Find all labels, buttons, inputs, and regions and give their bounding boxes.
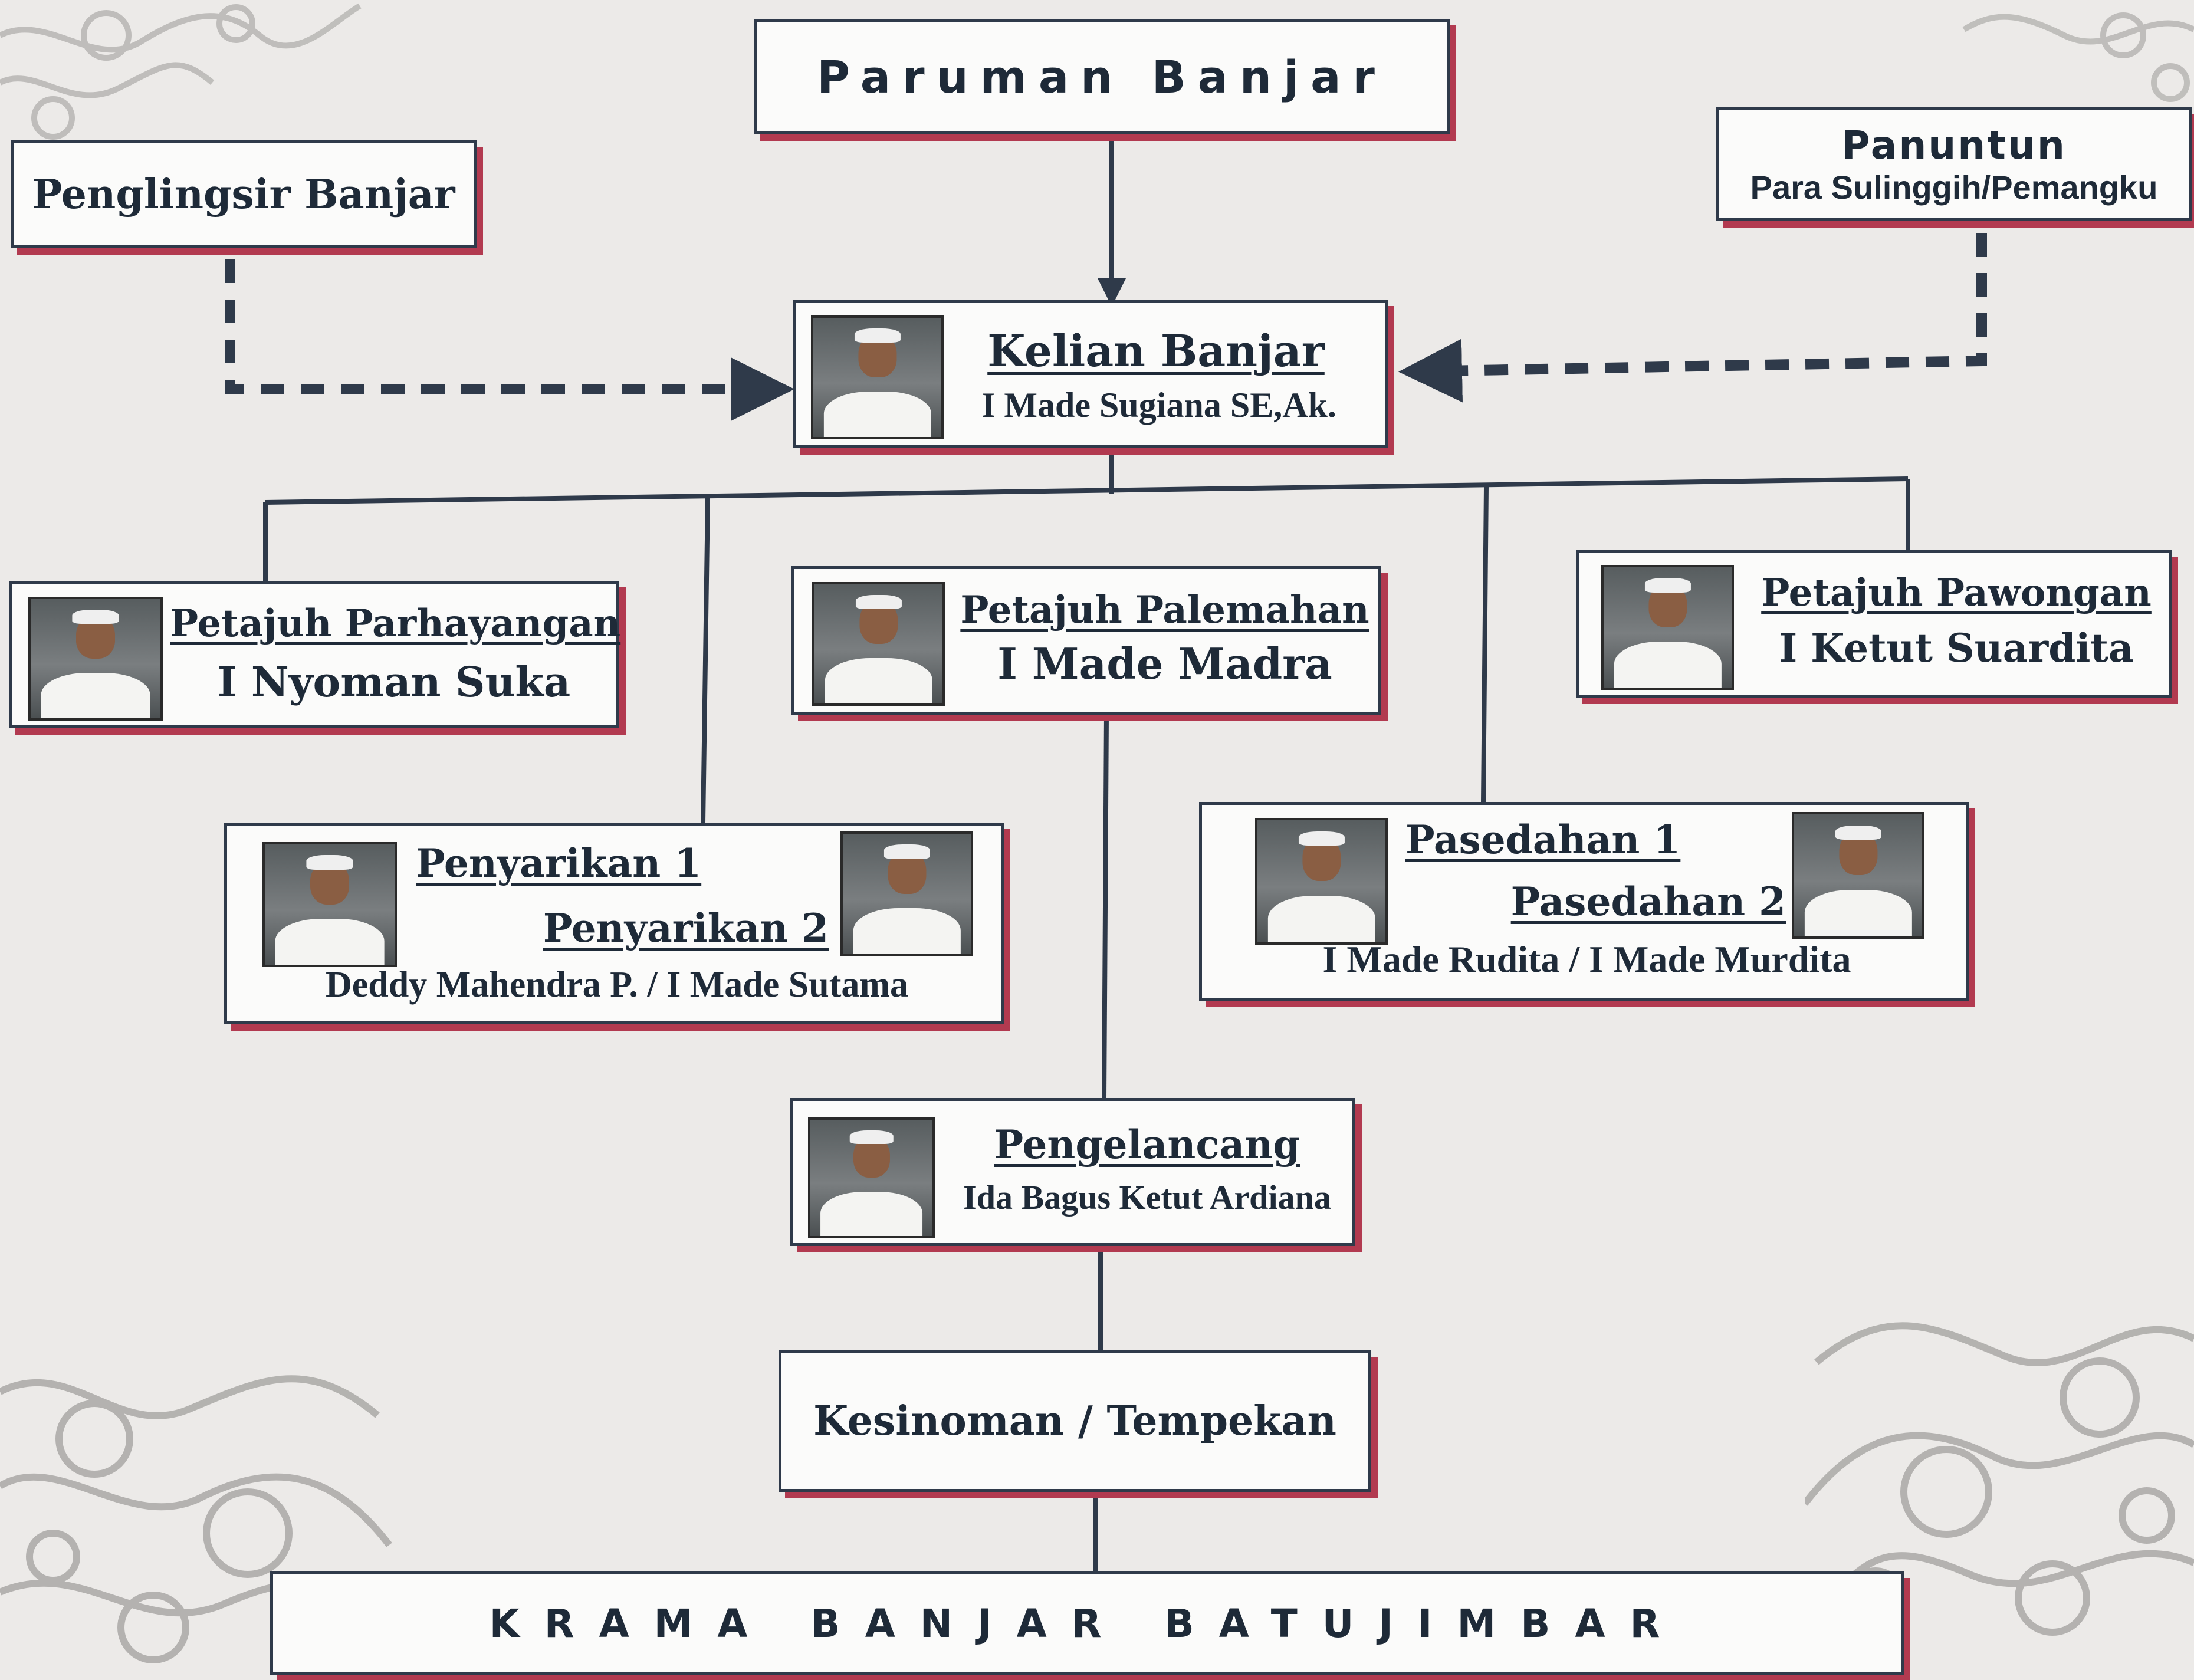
line-palemahan-pengelancang [1102,714,1109,1099]
pengelancang-role: Pengelancang [994,1122,1300,1168]
krama-banjar-box: KRAMA BANJAR BATUJIMBAR [270,1571,1904,1675]
person-photo-icon [262,842,397,967]
panuntun-box: Panuntun Para Sulinggih/Pemangku [1716,107,2192,221]
petajuh-pawongan-name: I Ketut Suardita [1779,625,2134,671]
kesinoman-tempekan-title: Kesinoman / Tempekan [813,1398,1336,1445]
person-photo-icon [28,597,163,721]
kelian-banjar-box: Kelian Banjar I Made Sugiana SE,Ak. [793,300,1388,448]
petajuh-palemahan-name: I Made Madra [997,639,1332,689]
penyarikan-names: Deddy Mahendra P. / I Made Sutama [325,965,909,1005]
pasedahan-2-role: Pasedahan 2 [1510,879,1786,925]
petajuh-parhayangan-role: Petajuh Parhayangan [170,601,621,646]
kelian-banjar-role: Kelian Banjar [987,326,1325,377]
paruman-banjar-title: Paruman Banjar [817,50,1387,103]
pasedahan-1-role: Pasedahan 1 [1405,817,1681,863]
person-photo-icon [1792,812,1924,939]
pengelancang-box: Pengelancang Ida Bagus Ketut Ardiana [790,1098,1355,1246]
pengelancang-name: Ida Bagus Ketut Ardiana [963,1178,1331,1217]
petajuh-pawongan-box: Petajuh Pawongan I Ketut Suardita [1576,550,2172,698]
pasedahan-names: I Made Rudita / I Made Murdita [1322,938,1851,980]
dashed-penglingsir-kelian [225,259,794,421]
kesinoman-tempekan-box: Kesinoman / Tempekan [779,1350,1371,1492]
kelian-banjar-name: I Made Sugiana SE,Ak. [981,386,1336,425]
panuntun-subtitle: Para Sulinggih/Pemangku [1750,168,2158,206]
dashed-panuntun-kelian [1398,233,1987,403]
petajuh-pawongan-role: Petajuh Pawongan [1761,571,2152,615]
person-photo-icon [811,315,944,439]
panuntun-title: Panuntun [1841,122,2067,168]
person-photo-icon [1601,565,1734,690]
pasedahan-box: Pasedahan 1 Pasedahan 2 I Made Rudita / … [1199,802,1969,1001]
penglingsir-banjar-title: Penglingsir Banjar [32,170,455,218]
penyarikan-box: Penyarikan 1 Penyarikan 2 Deddy Mahendra… [224,823,1004,1024]
petajuh-palemahan-role: Petajuh Palemahan [960,588,1369,632]
line-bus-pasedahan [1481,486,1489,803]
petajuh-palemahan-box: Petajuh Palemahan I Made Madra [791,566,1381,715]
petajuh-parhayangan-name: I Nyoman Suka [217,657,571,706]
person-photo-icon [812,582,945,706]
penyarikan-1-role: Penyarikan 1 [416,840,702,886]
line-bus-penyarikan [701,498,710,823]
person-photo-icon [840,831,973,956]
penglingsir-banjar-box: Penglingsir Banjar [11,140,477,248]
line-horizontal-bus [265,476,1909,505]
petajuh-parhayangan-box: Petajuh Parhayangan I Nyoman Suka [9,581,621,728]
person-photo-icon [1255,818,1388,945]
krama-banjar-title: KRAMA BANJAR BATUJIMBAR [489,1600,1685,1646]
penyarikan-2-role: Penyarikan 2 [543,905,829,951]
person-photo-icon [808,1117,935,1238]
paruman-banjar-box: Paruman Banjar [754,19,1450,134]
